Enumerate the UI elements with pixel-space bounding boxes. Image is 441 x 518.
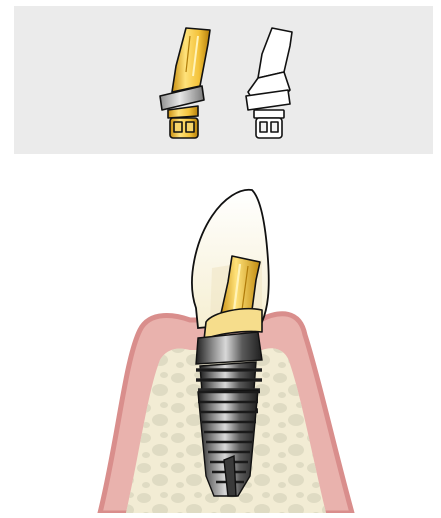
abutment-illustrations [14,6,433,154]
gold-abutment-icon [160,28,210,138]
abutment-options-panel [14,6,433,154]
implant-scene-svg [0,160,441,513]
white-abutment-icon [246,28,292,138]
implant-cross-section [0,160,441,513]
